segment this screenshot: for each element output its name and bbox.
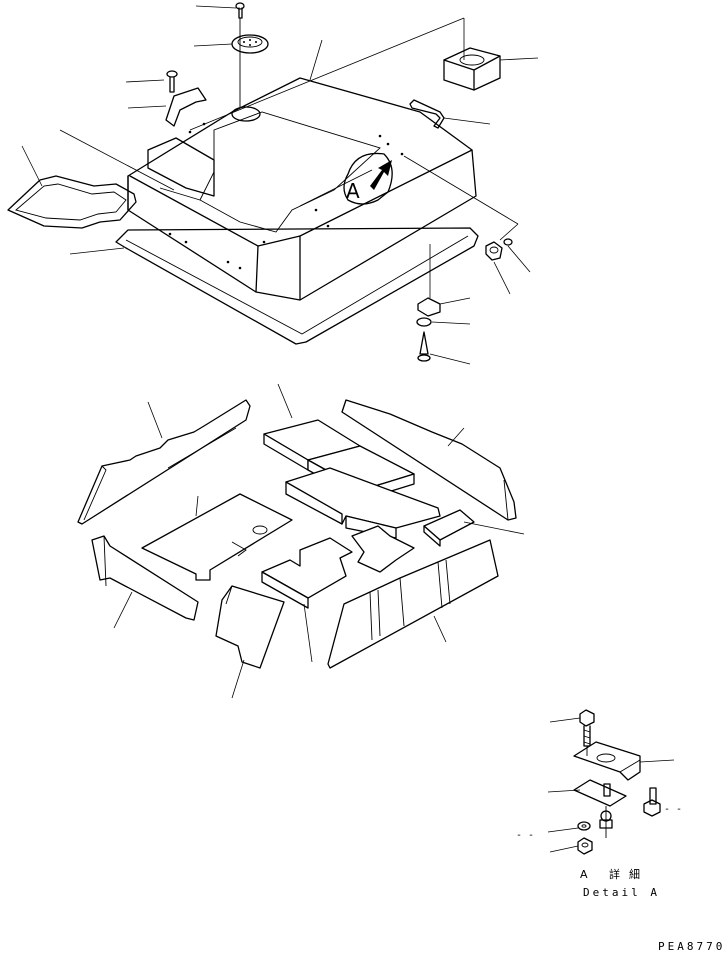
detail-washer bbox=[577, 821, 591, 831]
hood-bolt-holes bbox=[168, 122, 404, 270]
detail-mount-plate bbox=[573, 779, 627, 807]
drawing-number: PEA8770 bbox=[658, 940, 725, 953]
bent-rod bbox=[409, 99, 445, 129]
detail-bracket bbox=[573, 741, 641, 781]
square-cover bbox=[443, 47, 501, 91]
bolt-lower bbox=[417, 331, 431, 362]
detail-a: - - - - A 詳細 Detail A bbox=[516, 709, 682, 899]
spacer-block bbox=[417, 297, 441, 317]
detail-bolt-right bbox=[643, 787, 661, 817]
pad-flat-plate bbox=[141, 493, 293, 581]
detail-leader-lines bbox=[547, 717, 675, 853]
view-a-callout: A bbox=[343, 152, 393, 205]
pad-l-shape bbox=[261, 537, 353, 599]
detail-caption-jp: A 詳細 bbox=[580, 867, 649, 881]
nut-right bbox=[485, 241, 503, 261]
pad-right-long bbox=[341, 399, 517, 521]
pad-leader-lines bbox=[113, 383, 525, 699]
detail-bolt-top bbox=[579, 709, 595, 747]
pad-right-front bbox=[327, 539, 499, 669]
rubber-seal-frame bbox=[7, 175, 137, 229]
washer-lower bbox=[416, 317, 432, 327]
sound-insulation-set bbox=[77, 399, 517, 669]
pad-left-vertical bbox=[91, 535, 199, 621]
view-letter: A bbox=[346, 179, 360, 203]
detail-dash-right: - - bbox=[664, 804, 682, 815]
pad-front-small bbox=[215, 585, 285, 669]
screw-top bbox=[235, 2, 245, 19]
washer-right bbox=[503, 238, 513, 246]
detail-caption-en: Detail A bbox=[583, 886, 660, 899]
hood-recess bbox=[199, 111, 381, 233]
vent-cap bbox=[231, 34, 269, 54]
screw-top-left bbox=[166, 70, 178, 93]
engine-hood: A bbox=[7, 2, 513, 362]
detail-nut bbox=[577, 837, 593, 855]
hood-base-seal bbox=[115, 227, 479, 345]
detail-dash-left: - - bbox=[516, 830, 534, 841]
pad-middle-step bbox=[285, 467, 441, 529]
grab-handle bbox=[165, 87, 207, 127]
hood-top-surface bbox=[127, 77, 477, 301]
hood-leader-lines bbox=[21, 5, 539, 365]
pad-left-long bbox=[77, 399, 251, 525]
pad-cross-piece bbox=[351, 525, 415, 573]
